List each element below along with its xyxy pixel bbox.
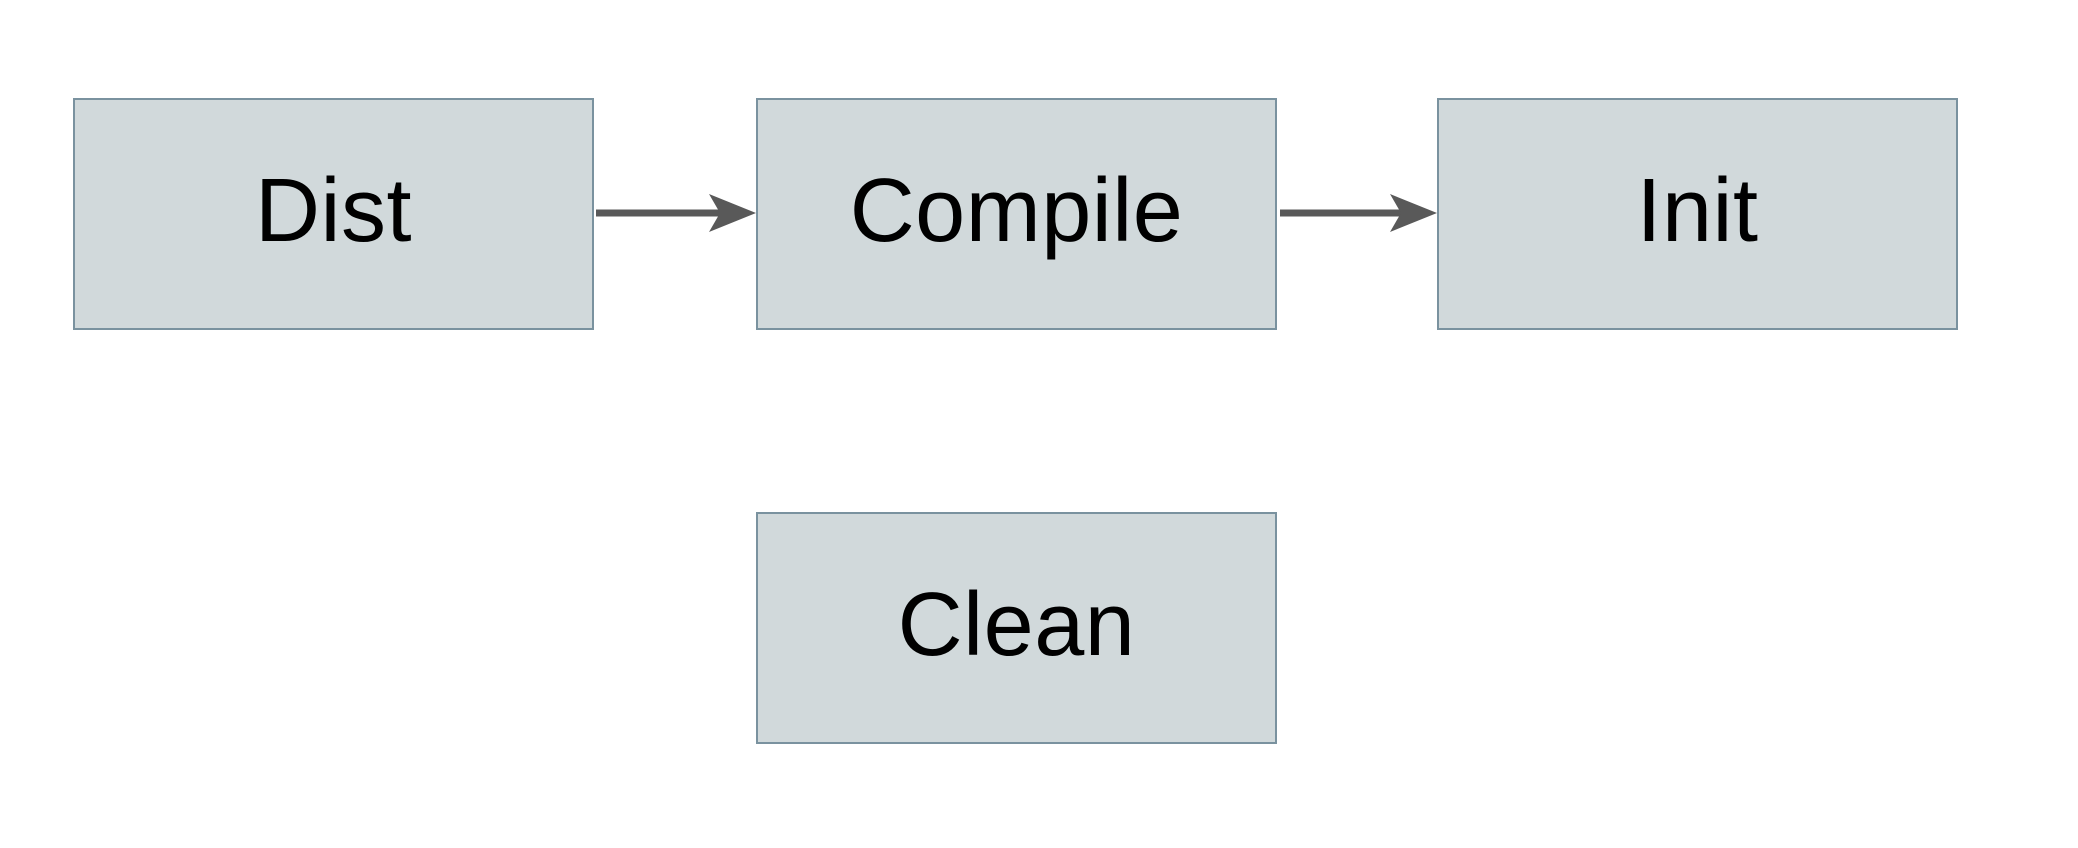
node-clean-label: Clean	[897, 575, 1136, 675]
node-dist-label: Dist	[255, 161, 412, 261]
node-compile: Compile	[756, 98, 1277, 330]
node-dist: Dist	[73, 98, 594, 330]
node-clean: Clean	[756, 512, 1277, 744]
arrow-dist-to-compile	[596, 194, 756, 232]
node-init: Init	[1437, 98, 1958, 330]
arrow-compile-to-init	[1280, 194, 1437, 232]
node-compile-label: Compile	[849, 161, 1184, 261]
node-init-label: Init	[1636, 161, 1759, 261]
